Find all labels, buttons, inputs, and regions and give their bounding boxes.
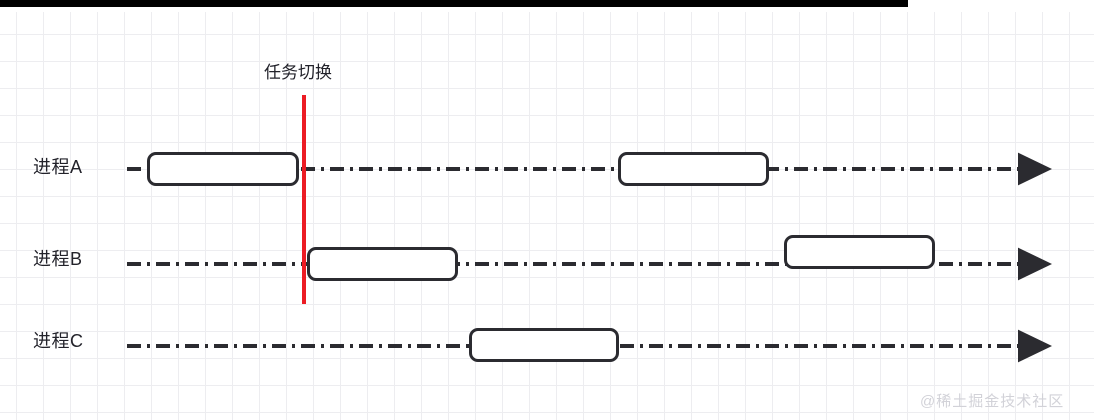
task-box-lane3-1: [469, 328, 619, 362]
task-box-lane1-1: [147, 152, 299, 186]
task-box-lane2-2: [784, 235, 935, 269]
task-switch-marker-line: [302, 95, 306, 304]
lane-label-3: 进程C: [33, 331, 84, 351]
watermark: @稀土掘金技术社区: [920, 393, 1065, 410]
task-box-lane1-2: [618, 152, 769, 186]
task-switch-label: 任务切换: [264, 63, 332, 82]
task-box-lane2-1: [307, 247, 458, 281]
top-black-bar: [0, 0, 908, 7]
lane-label-1: 进程A: [33, 157, 83, 177]
lane-label-2: 进程B: [33, 249, 83, 269]
